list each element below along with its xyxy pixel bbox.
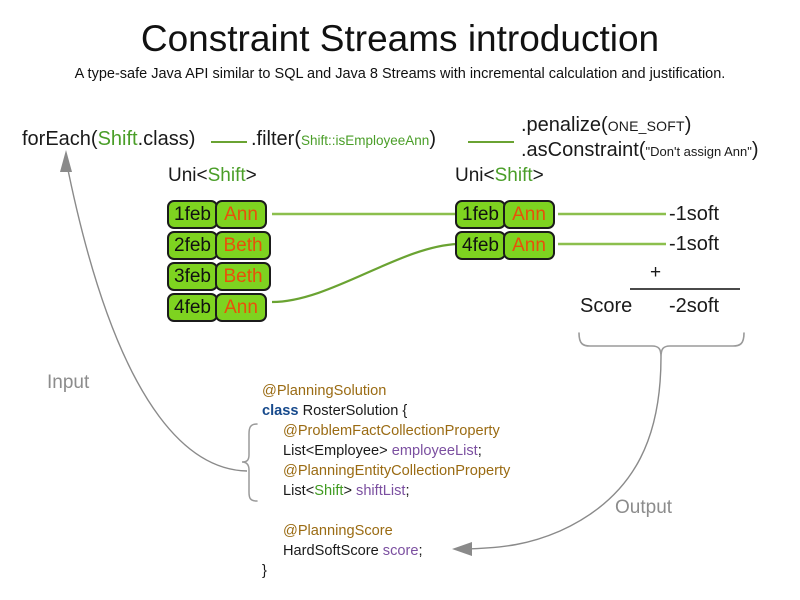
code-token: class	[262, 403, 299, 419]
shift-date: 1feb	[167, 200, 218, 229]
shift-employee: Ann	[503, 231, 555, 260]
input-label: Input	[47, 372, 90, 393]
code-token: List<Employee>	[283, 443, 392, 459]
sum-operator: +	[650, 262, 662, 283]
pipeline-step-as-constraint: .asConstraint("Don't assign Ann")	[521, 139, 759, 162]
filter-prefix: .filter(	[251, 128, 301, 150]
stream-label-left: Uni<Shift>	[168, 165, 257, 187]
filter-arg: Shift::isEmployeeAnn	[301, 133, 430, 148]
pipeline-connector-1	[211, 141, 247, 143]
code-token: employeeList	[391, 443, 478, 459]
pipeline-connector-2	[468, 141, 514, 143]
shift-list-right: 1feb Ann 4feb Ann	[455, 200, 555, 262]
score-brace	[578, 332, 745, 358]
shift-row[interactable]: 4feb Ann	[167, 293, 271, 322]
code-token: @PlanningSolution	[262, 383, 387, 399]
code-token: score	[382, 543, 419, 559]
penalize-arg: ONE_SOFT	[607, 118, 685, 134]
code-token: List<	[283, 483, 315, 499]
code-block: @PlanningSolution class RosterSolution { @…	[262, 381, 510, 581]
pipeline-step-penalize: .penalize(ONE_SOFT)	[521, 114, 691, 137]
as-constraint-suffix: )	[751, 139, 759, 161]
shift-employee: Beth	[215, 262, 271, 291]
stream-label-right: Uni<Shift>	[455, 165, 544, 187]
page-title: Constraint Streams introduction	[140, 18, 660, 59]
shift-row[interactable]: 1feb Ann	[455, 200, 555, 229]
penalty-value-1: -1soft	[669, 203, 720, 225]
sum-rule	[630, 288, 740, 290]
uni-right-type: Shift	[494, 165, 533, 186]
foreach-prefix: forEach(	[22, 128, 98, 150]
code-token: @PlanningEntityCollectionProperty	[283, 463, 511, 479]
code-line	[262, 501, 510, 521]
code-line: HardSoftScore score;	[262, 541, 510, 561]
score-total: -2soft	[669, 295, 720, 317]
code-token: HardSoftScore	[283, 543, 383, 559]
shift-row[interactable]: 4feb Ann	[455, 231, 555, 260]
penalize-prefix: .penalize(	[521, 114, 608, 136]
code-line: List<Shift> shiftList;	[262, 481, 510, 501]
code-token: >	[343, 483, 357, 499]
input-arrowhead	[60, 150, 72, 172]
code-token: RosterSolution {	[298, 403, 408, 419]
shift-employee: Ann	[215, 200, 267, 229]
score-label: Score	[580, 295, 633, 317]
penalize-suffix: )	[684, 114, 692, 136]
shift-employee: Beth	[215, 231, 271, 260]
code-line: @ProblemFactCollectionProperty	[262, 421, 510, 441]
page-subtitle: A type-safe Java API similar to SQL and …	[74, 66, 726, 82]
shift-date: 4feb	[167, 293, 218, 322]
code-token: shiftList	[356, 483, 406, 499]
shift-row[interactable]: 3feb Beth	[167, 262, 271, 291]
shift-date: 3feb	[167, 262, 218, 291]
shift-list-left: 1feb Ann 2feb Beth 3feb Beth 4feb Ann	[167, 200, 271, 324]
shift-row[interactable]: 2feb Beth	[167, 231, 271, 260]
as-constraint-prefix: .asConstraint(	[521, 139, 646, 161]
match-line-row4	[271, 242, 459, 304]
code-token	[283, 503, 287, 519]
uni-left-prefix: Uni<	[168, 165, 208, 186]
shift-employee: Ann	[215, 293, 267, 322]
penalty-value-2: -1soft	[669, 233, 720, 255]
filter-suffix: )	[429, 128, 436, 150]
code-fields-brace	[241, 423, 258, 502]
code-line: @PlanningScore	[262, 521, 510, 541]
foreach-suffix: .class)	[137, 128, 196, 150]
shift-date: 1feb	[455, 200, 506, 229]
pipeline-step-foreach: forEach(Shift.class)	[22, 128, 195, 151]
code-token: }	[262, 563, 267, 579]
uni-left-type: Shift	[207, 165, 246, 186]
uni-right-prefix: Uni<	[455, 165, 495, 186]
output-label: Output	[615, 497, 673, 518]
uni-left-suffix: >	[245, 165, 257, 186]
code-token: @PlanningScore	[283, 523, 393, 539]
code-token: ;	[405, 483, 410, 499]
uni-right-suffix: >	[532, 165, 544, 186]
shift-date: 2feb	[167, 231, 218, 260]
shift-date: 4feb	[455, 231, 506, 260]
code-line: class RosterSolution {	[262, 401, 510, 421]
code-token: ;	[477, 443, 482, 459]
code-token: ;	[418, 543, 423, 559]
foreach-type: Shift	[97, 128, 138, 150]
code-line: List<Employee> employeeList;	[262, 441, 510, 461]
code-line: }	[262, 561, 510, 581]
code-line: @PlanningEntityCollectionProperty	[262, 461, 510, 481]
shift-row[interactable]: 1feb Ann	[167, 200, 271, 229]
as-constraint-arg: "Don't assign Ann"	[645, 144, 752, 159]
pipeline-step-filter: .filter(Shift::isEmployeeAnn)	[251, 128, 436, 151]
code-token: @ProblemFactCollectionProperty	[283, 423, 500, 439]
code-token: Shift	[314, 483, 344, 499]
code-line: @PlanningSolution	[262, 381, 510, 401]
shift-employee: Ann	[503, 200, 555, 229]
